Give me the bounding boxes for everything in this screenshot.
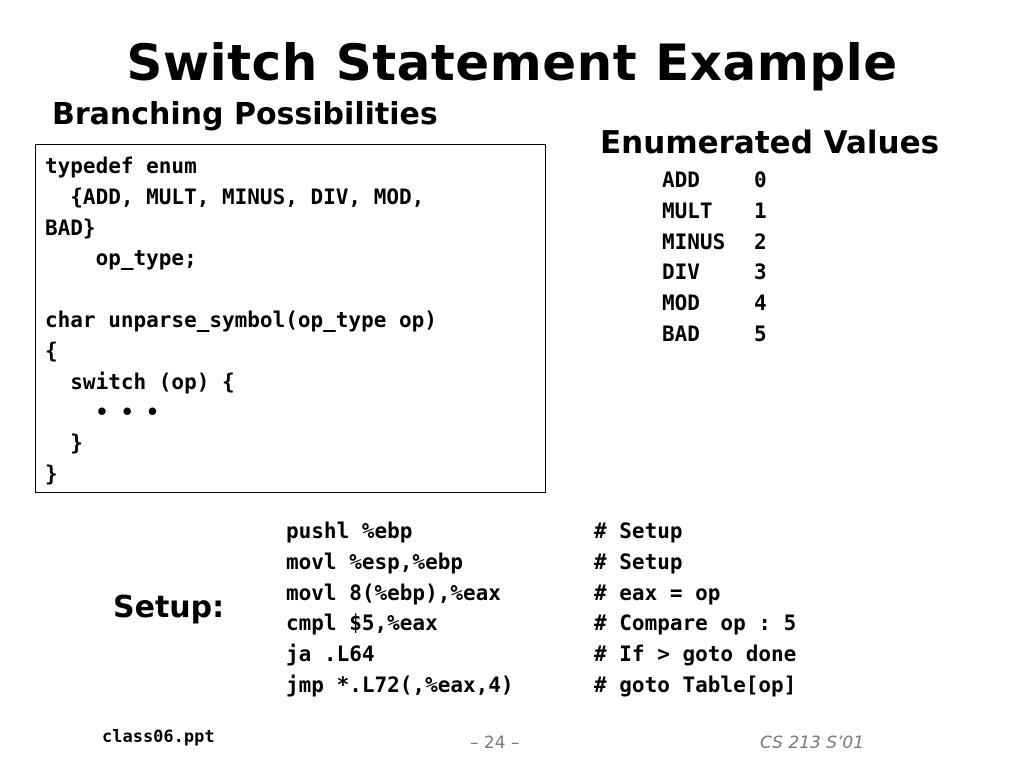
slide-title: Switch Statement Example [126,34,898,92]
enum-row: DIV 3 [662,257,767,288]
enum-value: 3 [754,260,767,285]
code-line: } [45,431,83,456]
code-line [45,274,437,305]
enum-value: 0 [754,168,767,192]
enum-name: MINUS [662,229,726,254]
asm-row: jmp *.L72(,%eax,4) # goto Table[op] [286,670,796,701]
enum-row: ADD 0 [662,165,767,196]
asm-comment: # eax = op [594,580,721,605]
asm-row: pushl %ebp # Setup [286,516,796,547]
asm-comment: # Compare op : 5 [594,611,797,636]
enum-name: BAD [662,321,700,346]
asm-comment: # If > goto done [594,642,797,667]
slide-subtitle: Branching Possibilities [52,97,438,132]
code-line: char unparse_symbol(op_type op) [45,307,437,332]
enum-name: MULT [662,198,713,223]
enum-value: 1 [754,198,767,223]
asm-comment: # Setup [594,549,683,574]
enum-row: MOD 4 [662,288,767,319]
asm-row: cmpl $5,%eax # Compare op : 5 [286,608,796,639]
code-line: { [45,338,58,363]
code-line: {ADD, MULT, MINUS, DIV, MOD, [45,184,425,209]
page-number: – 24 – [470,733,520,753]
enum-row: MULT 1 [662,196,767,227]
code-line: op_type; [45,246,197,271]
asm-row: movl %esp,%ebp # Setup [286,547,796,578]
asm-row: ja .L64 # If > goto done [286,639,796,670]
asm-instruction: ja .L64 [286,642,375,667]
asm-comment: # Setup [594,519,683,543]
asm-instruction: jmp *.L72(,%eax,4) [286,672,514,697]
code-line: typedef enum [45,154,197,178]
asm-row: movl 8(%ebp),%eax # eax = op [286,578,796,609]
asm-comment: # goto Table[op] [594,672,797,697]
enum-value: 5 [754,321,767,346]
code-line: } [45,461,58,486]
enum-value: 2 [754,229,767,254]
code-line: switch (op) { [45,369,235,394]
c-code: typedef enum {ADD, MULT, MINUS, DIV, MOD… [45,151,437,490]
course-label: CS 213 S’01 [760,733,865,753]
asm-instruction: pushl %ebp [286,519,413,543]
code-line: BAD} [45,215,96,240]
asm-instruction: cmpl $5,%eax [286,611,438,636]
enum-title: Enumerated Values [600,125,940,161]
setup-label: Setup: [113,590,225,625]
enum-name: DIV [662,260,700,285]
asm-instruction: movl %esp,%ebp [286,549,464,574]
footer-filename: class06.ppt [102,727,215,747]
asm-instruction: movl 8(%ebp),%eax [286,580,501,605]
enum-value: 4 [754,291,767,316]
enum-name: ADD [662,168,700,192]
enum-name: MOD [662,291,700,316]
code-box: typedef enum {ADD, MULT, MINUS, DIV, MOD… [35,144,546,493]
enum-row: BAD 5 [662,319,767,350]
enum-row: MINUS 2 [662,227,767,258]
code-line: • • • [45,400,159,425]
